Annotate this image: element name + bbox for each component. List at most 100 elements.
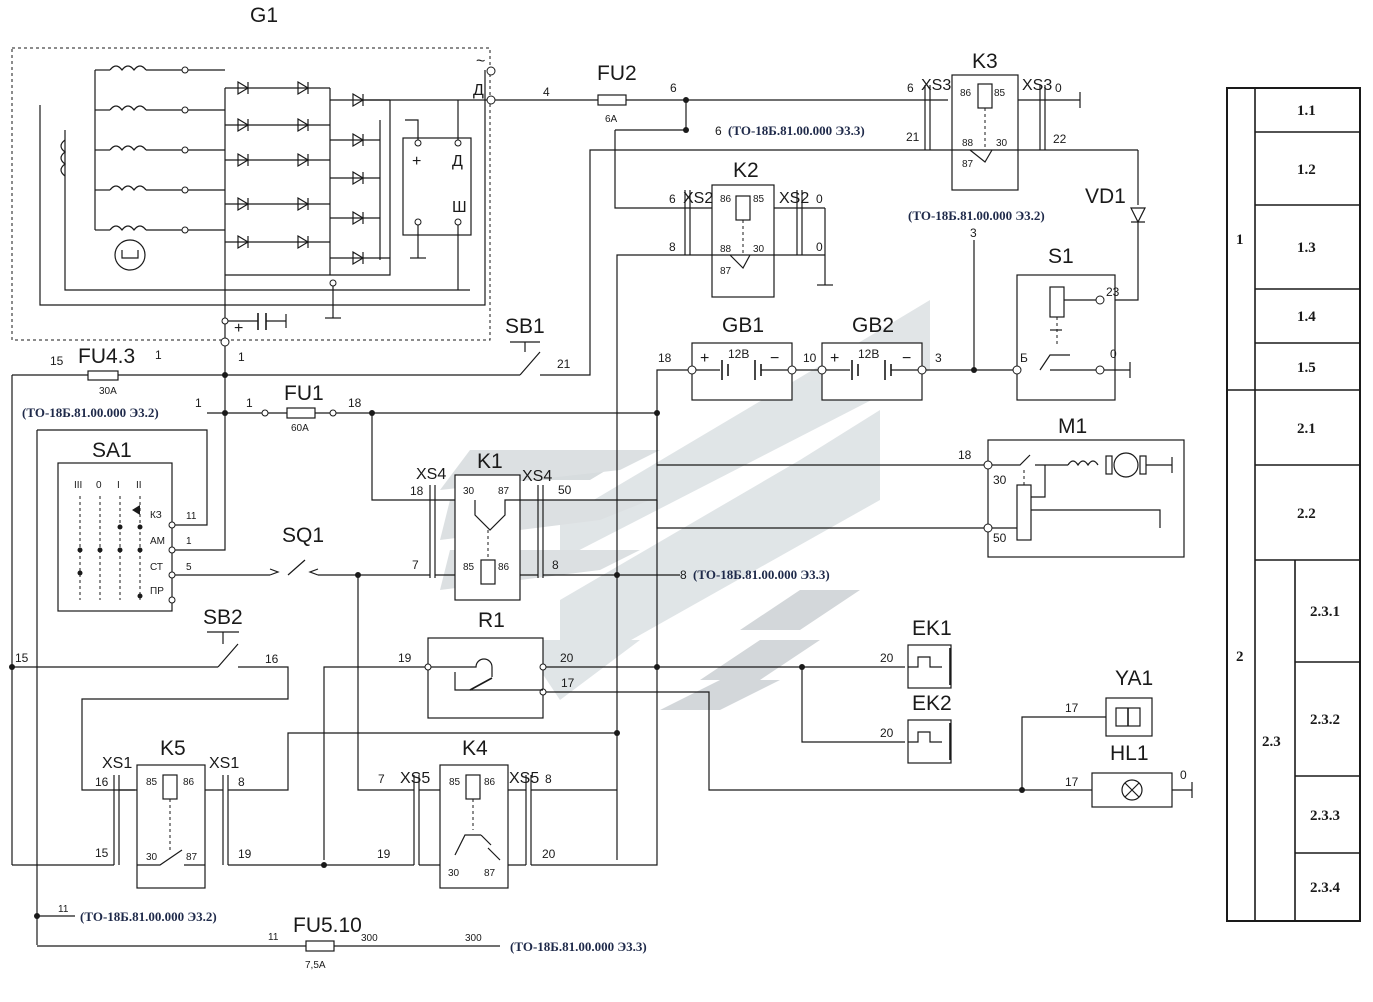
svg-text:17: 17 [1065,775,1079,789]
svg-text:19: 19 [238,847,252,861]
svg-text:8: 8 [238,775,245,789]
svg-text:1: 1 [238,350,245,364]
svg-text:50: 50 [993,531,1007,545]
legend-row: 2.3.1 [1310,604,1340,620]
svg-text:18: 18 [348,396,362,410]
svg-text:85: 85 [994,88,1006,99]
svg-text:12B: 12B [858,347,879,361]
svg-text:85: 85 [463,562,475,573]
fu510-label: FU5.10 [293,914,362,937]
svg-text:0: 0 [816,192,823,206]
svg-text:88: 88 [962,138,974,149]
heater-section: SB2 15 16 R1 19 20 17 EK1 20 EK2 20 YA1 [9,606,1193,860]
svg-text:0: 0 [1110,347,1117,361]
svg-text:0: 0 [96,480,102,491]
svg-text:+: + [700,350,709,367]
svg-text:II: II [136,480,142,491]
svg-text:22: 22 [1053,132,1067,146]
svg-text:87: 87 [720,266,732,277]
svg-text:300: 300 [361,933,378,944]
svg-text:XS2: XS2 [779,190,809,207]
svg-text:20: 20 [560,651,574,665]
svg-text:18: 18 [658,351,672,365]
svg-text:1: 1 [186,536,192,547]
vd1-label: VD1 [1085,185,1126,208]
legend-row: 2.3.3 [1310,808,1340,824]
svg-text:86: 86 [960,88,972,99]
svg-text:1: 1 [155,348,162,362]
svg-text:5: 5 [186,562,192,573]
svg-text:88: 88 [720,244,732,255]
svg-text:−: − [770,350,779,367]
svg-text:30: 30 [146,852,158,863]
svg-text:6: 6 [669,192,676,206]
legend-group-1: 1 [1236,232,1244,248]
svg-text:16: 16 [95,775,109,789]
switch-sa1 [57,462,173,612]
svg-text:6A: 6A [605,114,618,125]
svg-text:85: 85 [753,194,765,205]
svg-text:0: 0 [1055,81,1062,95]
svg-text:XS5: XS5 [509,770,539,787]
button-sb1 [510,341,541,376]
svg-text:18: 18 [410,484,424,498]
svg-text:1: 1 [195,396,202,410]
svg-text:15: 15 [95,846,109,860]
svg-text:21: 21 [906,130,920,144]
svg-text:60A: 60A [291,423,309,434]
svg-text:86: 86 [720,194,732,205]
svg-text:XS4: XS4 [522,468,552,485]
k2-label: K2 [733,159,759,182]
svg-text:30A: 30A [99,386,117,397]
sb1-label: SB1 [505,315,545,338]
svg-text:20: 20 [542,847,556,861]
ref-e32-bottom: (ТО-18Б.81.00.000 Э3.2) [80,909,217,924]
fuse-fu2 [597,94,627,106]
svg-text:86: 86 [183,777,195,788]
k5-label: K5 [160,737,186,760]
legend-row: 1.1 [1297,103,1316,119]
legend-row: 2.3.4 [1310,880,1341,896]
legend-row: 1.5 [1297,360,1316,376]
m1-label: M1 [1058,415,1087,438]
s1-label: S1 [1048,245,1074,268]
main-power: FU4.3 15 1 30A 1 SB1 21 (ТО-18Б.81.00.00… [12,315,657,434]
svg-text:+: + [830,350,839,367]
ref-e32-left: (ТО-18Б.81.00.000 Э3.2) [22,405,159,420]
svg-text:8: 8 [545,772,552,786]
svg-text:87: 87 [498,486,510,497]
svg-text:XS1: XS1 [209,755,239,772]
svg-text:III: III [74,480,82,491]
button-sb2 [207,631,239,668]
svg-text:87: 87 [186,852,198,863]
svg-text:30: 30 [996,138,1008,149]
svg-text:21: 21 [557,357,571,371]
legend-table: 1 2 2.3 1.1 1.2 1.3 1.4 1.5 2.1 2.2 2.3.… [1226,87,1361,922]
svg-text:+: + [412,153,421,170]
svg-text:7: 7 [378,772,385,786]
svg-text:86: 86 [484,777,496,788]
svg-text:11: 11 [268,932,279,943]
svg-text:+: + [234,320,243,337]
legend-row: 2.2 [1297,506,1316,522]
solenoid-ya1 [1105,697,1153,737]
svg-text:XS1: XS1 [102,755,132,772]
svg-text:1: 1 [246,396,253,410]
svg-text:XS3: XS3 [1022,77,1052,94]
svg-text:85: 85 [146,777,158,788]
svg-text:7: 7 [412,558,419,572]
legend-row: 1.4 [1297,309,1316,325]
svg-text:50: 50 [558,483,572,497]
svg-text:23: 23 [1106,285,1120,299]
svg-text:86: 86 [498,562,510,573]
svg-text:7,5A: 7,5A [305,960,326,971]
svg-text:17: 17 [561,676,575,690]
svg-text:16: 16 [265,652,279,666]
svg-text:3: 3 [935,351,942,365]
svg-text:XS4: XS4 [416,466,446,483]
svg-text:19: 19 [398,651,412,665]
fuse-fu510 [305,940,335,952]
fu43-label: FU4.3 [78,345,135,368]
legend-row: 1.3 [1297,240,1316,256]
